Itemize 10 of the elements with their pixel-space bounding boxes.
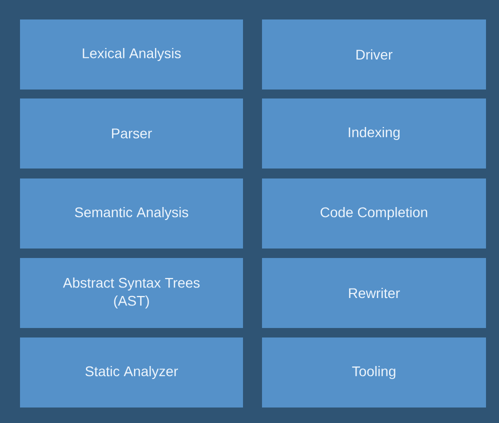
module-box: Indexing (262, 98, 486, 168)
module-box: Abstract Syntax Trees (AST) (20, 258, 243, 328)
module-box: Semantic Analysis (20, 178, 243, 248)
module-box: Static Analyzer (20, 338, 243, 408)
module-box: Lexical Analysis (20, 20, 243, 90)
module-box: Parser (20, 98, 243, 168)
module-box: Code Completion (262, 178, 486, 248)
module-box: Rewriter (262, 258, 486, 328)
module-box: Tooling (262, 338, 486, 408)
module-box: Driver (262, 20, 486, 90)
